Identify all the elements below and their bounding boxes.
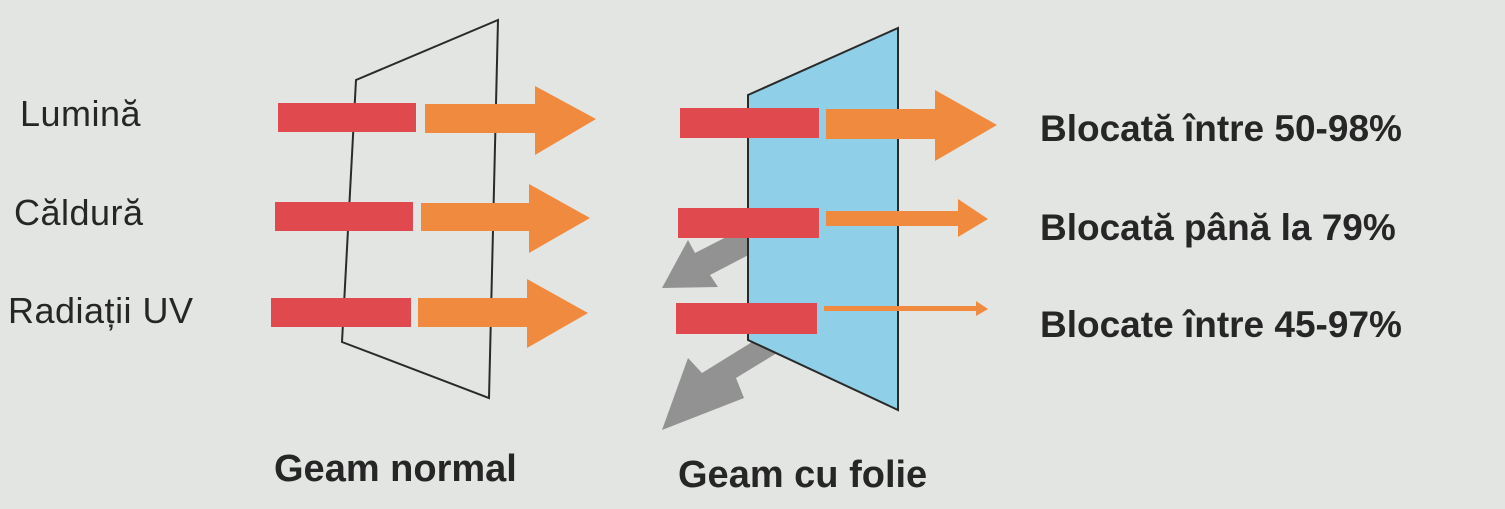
uv-arrow-film xyxy=(824,301,988,316)
heat-arrow-normal xyxy=(421,184,590,253)
result-heat: Blocată până la 79% xyxy=(1040,207,1396,248)
result-uv: Blocate între 45-97% xyxy=(1040,304,1402,345)
light-arrow-normal xyxy=(425,86,596,155)
uv-arrow-normal xyxy=(418,279,588,348)
normal-glass-pane xyxy=(340,18,500,400)
light-red-bar-film xyxy=(680,108,819,138)
caption-film-glass: Geam cu folie xyxy=(678,454,928,496)
reflected-heat-arrow xyxy=(662,228,758,288)
light-red-bar-normal xyxy=(278,103,416,132)
heat-red-bar-film xyxy=(678,208,819,238)
row-label-heat: Căldură xyxy=(14,192,144,233)
uv-red-bar-film xyxy=(676,303,817,334)
row-label-uv: Radiații UV xyxy=(8,290,194,331)
heat-red-bar-normal xyxy=(275,202,413,231)
uv-red-bar-normal xyxy=(271,298,411,327)
result-light: Blocată între 50-98% xyxy=(1040,108,1402,149)
heat-arrow-film xyxy=(826,199,988,237)
caption-normal-glass: Geam normal xyxy=(274,448,517,490)
light-arrow-film xyxy=(826,90,997,161)
row-label-light: Lumină xyxy=(20,93,142,134)
